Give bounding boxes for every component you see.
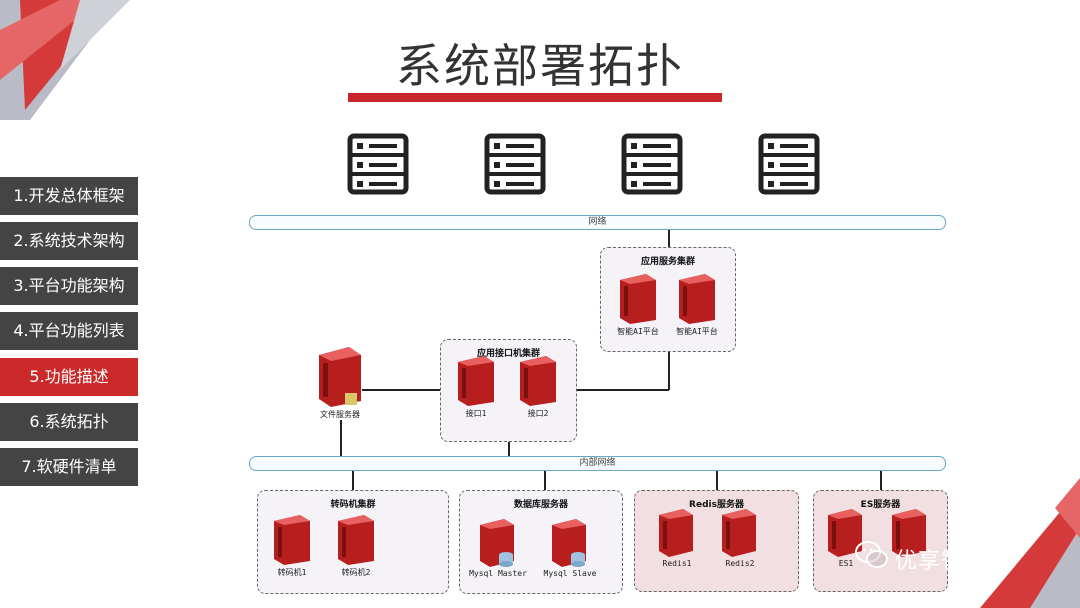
api-server-node: 接口2 [508, 354, 568, 419]
nav-item-2[interactable]: 2.系统技术架构 [0, 222, 138, 260]
node-label: ES1 [838, 559, 854, 568]
app-server-node: 智能AI平台 [608, 272, 668, 337]
redis-node: Redis2 [710, 507, 770, 568]
nav-item-5[interactable]: 5.功能描述 [0, 358, 138, 396]
database-server-icon [552, 519, 586, 567]
node-label: 接口2 [527, 409, 549, 418]
server-rack-icon [621, 133, 683, 195]
node-label: Redis1 [662, 559, 692, 568]
database-cluster: 数据库服务器 Mysql Master Mysql Slave [459, 490, 623, 594]
api-server-cluster: 应用接口机集群 接口1 接口2 [440, 339, 577, 442]
corner-decoration-top-left [0, 0, 130, 120]
nav-item-6[interactable]: 6.系统拓扑 [0, 403, 138, 441]
title-underline [348, 93, 722, 102]
network-bus: 网络 [249, 215, 946, 230]
es-node [880, 507, 940, 557]
api-server-node: 接口1 [446, 354, 506, 419]
redis-node: Redis1 [647, 507, 707, 568]
connector [716, 469, 718, 490]
nav-item-3[interactable]: 3.平台功能架构 [0, 267, 138, 305]
server-icon [828, 509, 862, 557]
app-server-node: 智能AI平台 [667, 272, 727, 337]
es-cluster: ES服务器 ES1 [813, 490, 948, 592]
transcode-cluster: 转码机集群 转码机1 转码机2 [257, 490, 449, 594]
server-icon [458, 356, 494, 406]
node-label: 智能AI平台 [617, 327, 659, 336]
app-server-cluster: 应用服务集群 智能AI平台 智能AI平台 [600, 247, 736, 352]
cluster-title: 应用服务集群 [640, 257, 695, 267]
file-server-label: 文件服务器 [320, 410, 360, 419]
internal-network-bus: 内部网络 [249, 456, 946, 471]
node-label: 接口1 [465, 409, 487, 418]
server-rack-icon [758, 133, 820, 195]
server-icon [659, 509, 693, 557]
server-icon [520, 356, 556, 406]
nav-item-7[interactable]: 7.软硬件清单 [0, 448, 138, 486]
wechat-icon [855, 541, 888, 568]
connector [544, 469, 546, 490]
server-icon [338, 515, 374, 565]
database-node: Mysql Master [468, 517, 528, 578]
node-label: 转码机2 [341, 568, 371, 577]
node-label: 智能AI平台 [676, 327, 718, 336]
connector [575, 389, 669, 391]
redis-cluster: Redis服务器 Redis1 Redis2 [634, 490, 799, 592]
database-node: Mysql Slave [540, 517, 600, 578]
connector [880, 469, 882, 490]
server-icon [892, 509, 926, 557]
connector [362, 389, 440, 391]
server-icon [319, 347, 361, 407]
server-icon [274, 515, 310, 565]
transcode-node: 转码机2 [326, 513, 386, 578]
connector [340, 420, 342, 456]
nav-item-4[interactable]: 4.平台功能列表 [0, 312, 138, 350]
connector [508, 440, 510, 456]
connector [668, 350, 670, 390]
connector [668, 228, 670, 248]
server-icon [620, 274, 656, 324]
node-label: Mysql Slave [543, 569, 597, 578]
nav-item-1[interactable]: 1.开发总体框架 [0, 177, 138, 215]
cluster-title: 应用接口机集群 [476, 349, 540, 359]
server-rack-icon [484, 133, 546, 195]
node-label: Mysql Master [469, 569, 527, 578]
database-server-icon [480, 519, 514, 567]
cluster-title: 数据库服务器 [513, 500, 568, 510]
cluster-title: ES服务器 [860, 500, 901, 510]
node-label: Redis2 [725, 559, 755, 568]
transcode-node: 转码机1 [262, 513, 322, 578]
page-title: 系统部署拓扑 [396, 39, 684, 93]
node-label: 转码机1 [277, 568, 307, 577]
network-label: 网络 [588, 217, 607, 227]
file-server-node: 文件服务器 [310, 345, 370, 420]
watermark-text: 优享智库 [895, 549, 988, 574]
server-icon [679, 274, 715, 324]
connector [352, 469, 354, 490]
server-icon [722, 509, 756, 557]
es-node: ES1 [816, 507, 876, 568]
cluster-title: 转码机集群 [330, 500, 376, 510]
corner-decoration-bottom-right [980, 478, 1080, 608]
server-rack-icon [347, 133, 409, 195]
internal-network-label: 内部网络 [579, 458, 616, 468]
cluster-title: Redis服务器 [689, 500, 744, 510]
